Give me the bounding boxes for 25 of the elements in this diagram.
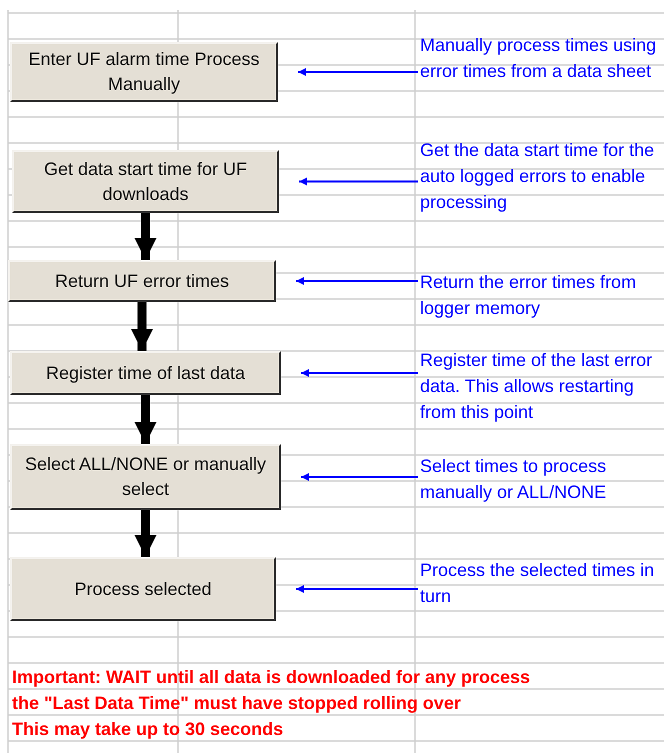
arrow — [301, 473, 418, 481]
arrow — [296, 585, 418, 593]
annotation-text: Process the selected times in turn — [420, 557, 664, 609]
annotation-text: Manually process times using error times from a data sheet — [420, 32, 664, 84]
warning-note: This may take up to 30 seconds — [12, 718, 284, 741]
arrow — [299, 178, 418, 186]
arrow — [134, 395, 156, 444]
process-button: Register time of last data — [10, 351, 281, 395]
process-button: Enter UF alarm time Process Manually — [10, 42, 278, 102]
arrow — [296, 277, 418, 285]
annotation-text: Return the error times from logger memory — [420, 269, 664, 321]
annotation-text: Select times to process manually or ALL/NONE — [420, 453, 664, 505]
warning-note: the "Last Data Time" must have stopped rolling over — [12, 692, 461, 715]
process-button: Process selected — [10, 557, 276, 621]
arrow — [298, 68, 418, 76]
process-button: Select ALL/NONE or manually select — [10, 444, 281, 510]
process-button: Return UF error times — [8, 260, 276, 302]
arrow — [131, 302, 153, 351]
process-button: Get data start time for UF downloads — [12, 150, 279, 213]
annotation-text: Get the data start time for the auto logged errors to enable processing — [420, 137, 664, 215]
annotation-text: Register time of the last error data. This allows restarting from this point — [420, 347, 664, 425]
arrow — [134, 213, 156, 260]
arrow — [301, 369, 418, 377]
arrow — [134, 510, 156, 557]
warning-note: Important: WAIT until all data is downloaded for any process — [12, 666, 530, 689]
